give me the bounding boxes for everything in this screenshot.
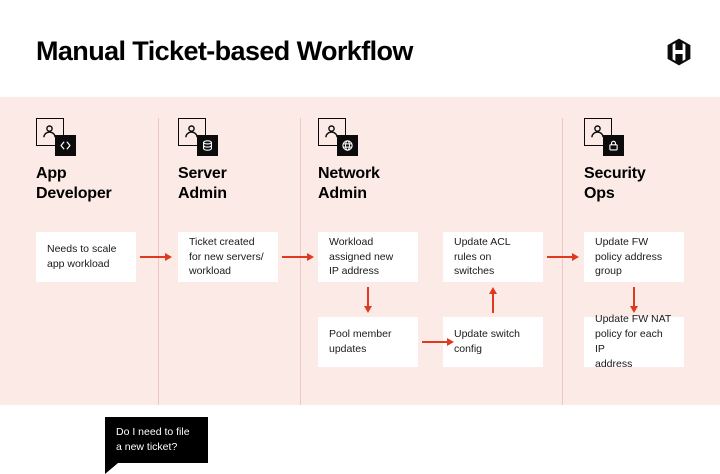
arrow-right-pool-to-switch-config xyxy=(422,334,454,350)
step-text: Update ACL rules on switches xyxy=(454,235,511,278)
step-text: Update FW NAT policy for each IP address xyxy=(595,313,672,370)
arrow-right-needs-to-ticket xyxy=(140,249,172,265)
persona-icon-group xyxy=(178,118,222,156)
step-box-update-fw-policy[interactable]: Update FW policy address group xyxy=(584,232,684,282)
persona-server-admin: Server Admin xyxy=(178,118,227,205)
database-icon xyxy=(197,135,218,156)
step-box-pool-member-updates[interactable]: Pool member updates xyxy=(318,317,418,367)
callout-bubble-do-i-need-ticket: Do I need to file a new ticket? xyxy=(105,417,208,463)
step-box-update-switch-config[interactable]: Update switch config xyxy=(443,317,543,367)
step-text: Workload assigned new IP address xyxy=(329,235,394,278)
persona-icon-group xyxy=(36,118,80,156)
persona-label: App Developer xyxy=(36,165,112,203)
page-title: Manual Ticket-based Workflow xyxy=(36,36,413,66)
step-box-workload-assigned-ip[interactable]: Workload assigned new IP address xyxy=(318,232,418,282)
persona-label: Server Admin xyxy=(178,165,227,203)
step-box-needs-to-scale[interactable]: Needs to scale app workload xyxy=(36,232,136,282)
callout-text: Do I need to file a new ticket? xyxy=(116,426,190,453)
person-card-icon xyxy=(178,118,206,146)
lock-icon xyxy=(603,135,624,156)
code-icon xyxy=(55,135,76,156)
step-box-ticket-created[interactable]: Ticket created for new servers/ workload xyxy=(178,232,278,282)
step-box-update-acl-rules[interactable]: Update ACL rules on switches xyxy=(443,232,543,282)
arrow-right-ticket-to-workload xyxy=(282,249,314,265)
step-text: Ticket created for new servers/ workload xyxy=(189,235,264,278)
step-text: Update FW policy address group xyxy=(595,235,663,278)
person-card-icon xyxy=(318,118,346,146)
hashicorp-logo-icon xyxy=(666,38,692,66)
step-box-update-fw-nat[interactable]: Update FW NAT policy for each IP address xyxy=(584,313,684,370)
persona-security-ops: Security Ops xyxy=(584,118,646,205)
column-divider xyxy=(158,118,159,405)
step-text: Needs to scale app workload xyxy=(47,243,117,270)
globe-icon xyxy=(337,135,358,156)
arrow-up-switch-config-to-acl xyxy=(485,287,501,313)
persona-icon-group xyxy=(584,118,628,156)
callout-bubble-tail xyxy=(105,463,118,474)
persona-app-developer: App Developer xyxy=(36,118,112,205)
arrow-down-fw-policy-to-fw-nat xyxy=(626,287,642,313)
column-divider xyxy=(562,118,563,405)
step-text: Pool member updates xyxy=(329,328,392,355)
persona-network-admin: Network Admin xyxy=(318,118,380,205)
page-header: Manual Ticket-based Workflow xyxy=(0,0,720,97)
step-text: Update switch config xyxy=(454,328,520,355)
arrow-right-acl-to-fw-policy xyxy=(547,249,579,265)
persona-icon-group xyxy=(318,118,362,156)
arrow-down-workload-to-pool xyxy=(360,287,376,313)
persona-label: Security Ops xyxy=(584,165,646,203)
persona-label: Network Admin xyxy=(318,165,380,203)
diagram-canvas: App Developer Server Admin xyxy=(0,97,720,474)
column-divider xyxy=(300,118,301,405)
